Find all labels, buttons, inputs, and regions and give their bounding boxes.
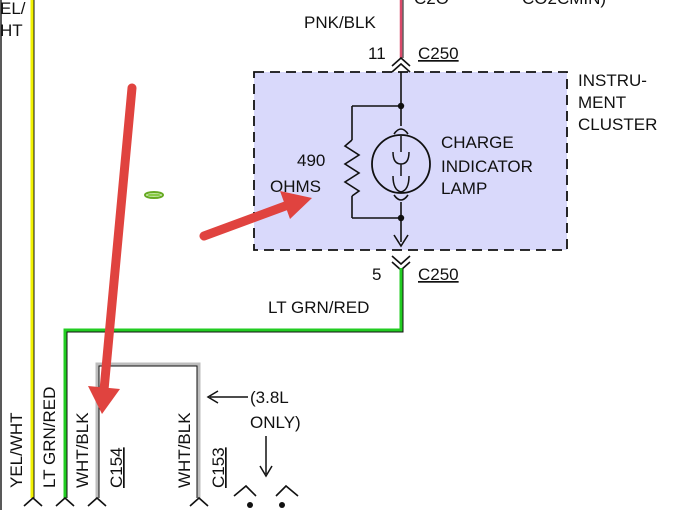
connector-c154-label: C154 [107,447,126,488]
lamp-label-line2: INDICATOR [441,157,533,176]
connector-pin-11: 11 [368,44,386,63]
top-left-wire-fragment-1: EL/ [0,0,26,18]
wire-lt-grn-red-core [66,268,404,498]
lamp-filament [392,136,410,193]
resistor-value: 490 [297,151,325,170]
green-mark-fill [147,193,161,197]
top-fragment-connector: C2O [414,0,449,8]
red-arrow-1-head [88,386,120,414]
wire-wht-blk-loop [95,362,201,498]
connector-symbol-yel-wht [23,496,43,507]
wire-label-wht-blk-vertical-2: WHT/BLK [175,412,194,488]
wire-label-lt-grn-red-vertical: LT GRN/RED [40,387,59,488]
cluster-output-arrow [393,234,409,248]
cluster-label-line2: MENT [578,93,626,112]
lamp-label-line3: LAMP [441,179,487,198]
connector-symbol-c153 [189,496,209,507]
connector-c153-label: C153 [209,447,228,488]
wire-label-pnk-blk: PNK/BLK [304,13,376,32]
note-line2: ONLY) [250,413,301,432]
connector-symbol-lt-grn-red [55,496,75,507]
wire-wht-blk-loop-core [98,365,198,498]
cluster-label-line1: INSTRU- [578,71,647,90]
pin-dot-right [279,502,285,508]
top-fragment-note: CO2CMIN) [522,0,606,8]
lamp-label-line1: CHARGE [441,133,514,152]
top-left-wire-fragment-2: HT [0,21,23,40]
connector-c250-bottom-symbol [391,255,411,272]
red-arrow-1-shaft [99,83,137,395]
wire-label-yel-wht-vertical: YEL/WHT [7,412,26,488]
lamp-socket-bottom [393,194,409,201]
resistor-unit: OHMS [270,177,321,196]
pin-dot-left [247,502,253,508]
cluster-label-line3: CLUSTER [578,115,657,134]
red-arrow-2-shaft [199,200,293,241]
connector-symbol-3-8l [233,484,299,497]
green-mark [144,191,164,199]
red-arrow-2-head [280,191,312,219]
connector-c250-bottom-label: C250 [418,265,459,284]
note-pointer-arrowhead [206,390,219,404]
note-down-arrowhead [259,465,273,478]
instrument-cluster-box [253,71,568,251]
resistor-zigzag [343,139,361,197]
wire-label-wht-blk-vertical-1: WHT/BLK [73,412,92,488]
lamp-socket-top [393,128,409,135]
connector-pin-5: 5 [372,265,381,284]
connector-c250-top-label: C250 [418,44,459,63]
connector-symbol-c154 [87,496,107,507]
wire-label-lt-grn-red: LT GRN/RED [268,298,369,317]
note-line1: (3.8L [250,388,289,407]
wire-lt-grn-red [63,268,403,498]
connector-c250-top-symbol [391,56,411,73]
charge-indicator-lamp-icon [371,134,431,194]
